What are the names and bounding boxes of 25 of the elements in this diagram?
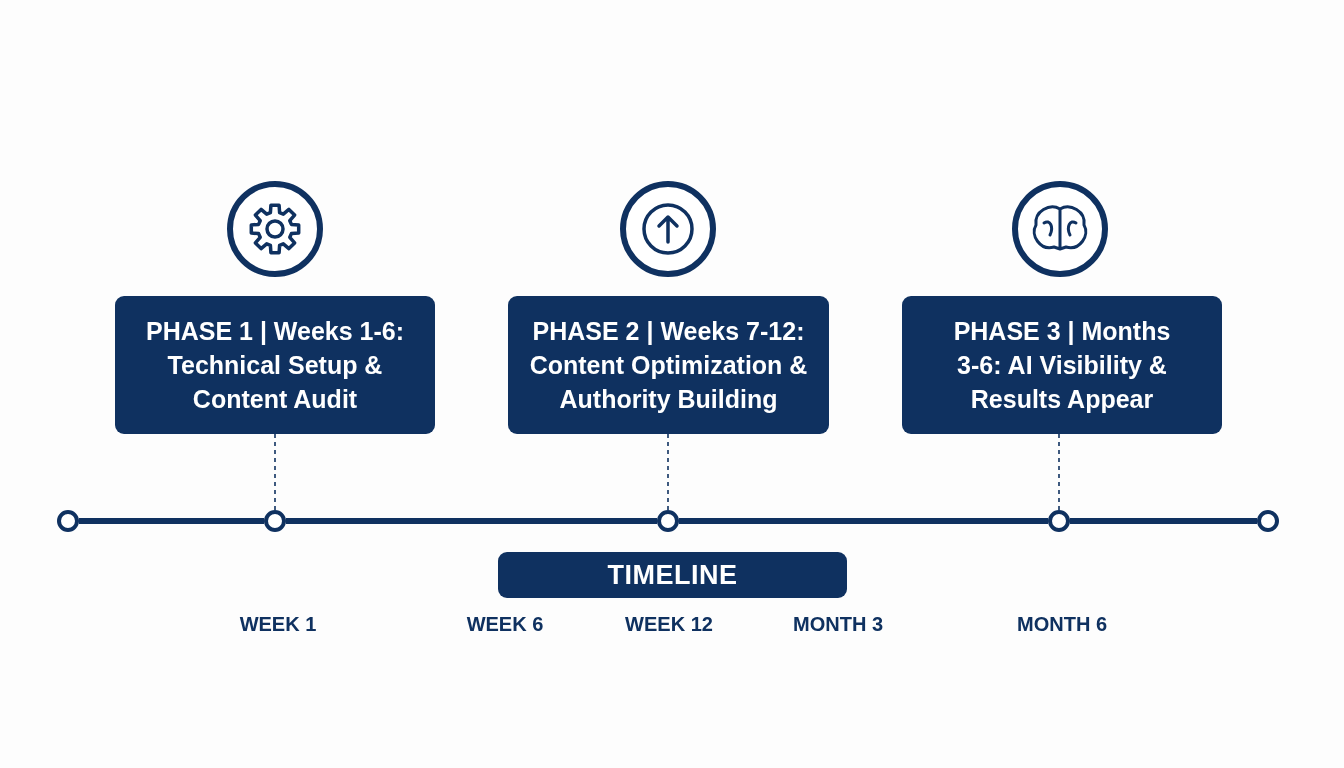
timeline-node (1048, 510, 1070, 532)
timeline-segment (286, 518, 657, 524)
phase-box (508, 296, 829, 434)
phase-box (115, 296, 435, 434)
timeline-label: MONTH 3 (793, 613, 883, 636)
timeline-node (657, 510, 679, 532)
banner-title: TIMELINE (607, 559, 738, 592)
leader-line (1058, 433, 1060, 511)
timeline-node (264, 510, 286, 532)
timeline-node (57, 510, 79, 532)
leader-line (274, 433, 276, 511)
timeline-segment (79, 518, 264, 524)
timeline-label: WEEK 12 (625, 613, 713, 636)
leader-line (667, 433, 669, 511)
timeline-label: WEEK 1 (239, 613, 317, 636)
timeline-node (1257, 510, 1279, 532)
phase-label: PHASE 3 | Months 3-6: AI Visibility & Results Appear (952, 316, 1172, 415)
phase-label: PHASE 1 | Weeks 1-6: Technical Setup & Content Audit (144, 316, 405, 415)
timeline-label: MONTH 6 (1017, 613, 1107, 636)
timeline-label: WEEK 6 (466, 613, 544, 636)
timeline-segment (1070, 518, 1257, 524)
phase-label: PHASE 2 | Weeks 7-12: Content Optimization & Authority Building (528, 316, 809, 415)
phase-box (902, 296, 1222, 434)
timeline-banner (498, 552, 847, 598)
timeline-segment (679, 518, 1048, 524)
